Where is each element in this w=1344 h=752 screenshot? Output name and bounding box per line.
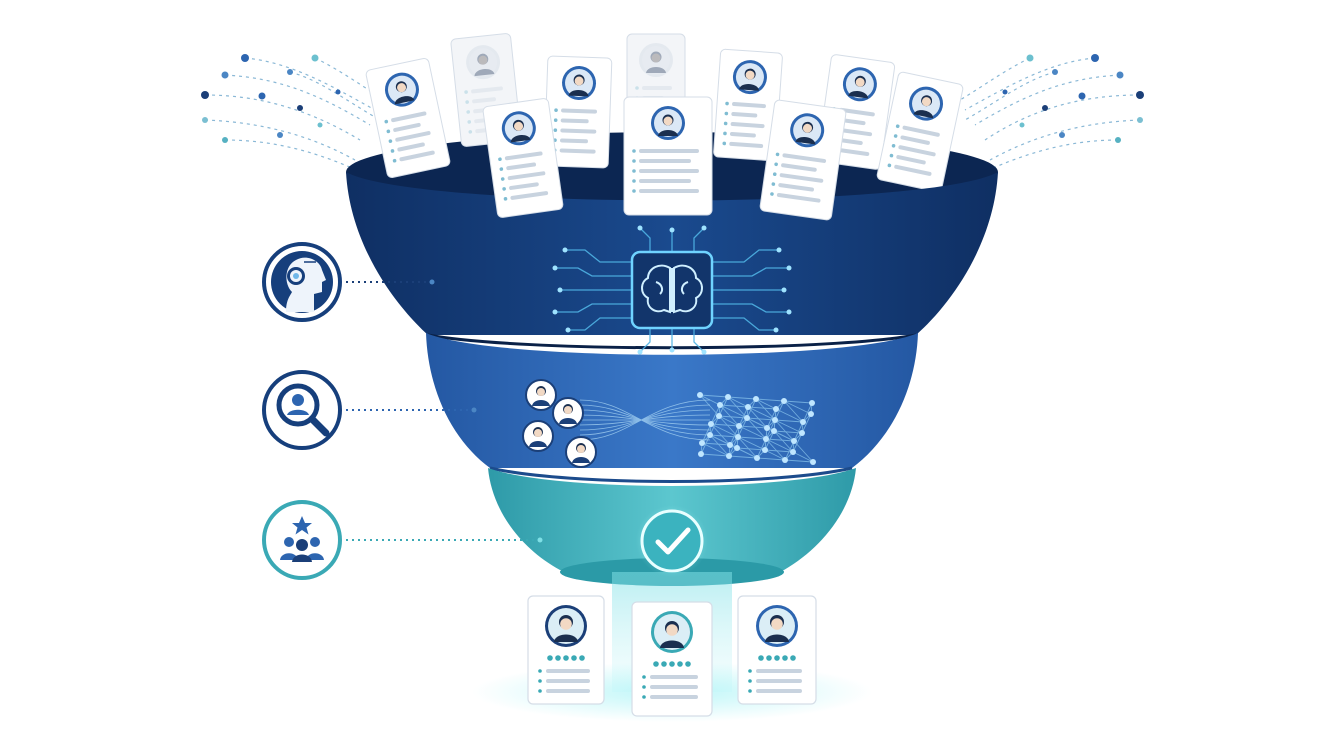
resume-card: [876, 71, 964, 193]
brain-chip-icon: [552, 225, 792, 355]
stage-connectors: [346, 281, 540, 541]
ai-head-icon: [262, 242, 342, 322]
resume-card: [759, 99, 847, 221]
candidate-avatars-cluster: [522, 379, 597, 468]
incoming-data-streams-right: [959, 57, 1141, 169]
candidate-avatar: [552, 397, 584, 429]
magnifier-person-icon: [262, 370, 342, 450]
incoming-data-dots-left: [201, 54, 341, 143]
incoming-data-streams-left: [204, 57, 386, 169]
funnel-stage-candidate-matching: [426, 333, 918, 468]
resume-card: [482, 98, 564, 218]
incoming-data-dots-right: [1002, 54, 1144, 143]
network-icon: [579, 392, 816, 465]
resume-card: [623, 96, 713, 216]
resume-card: [713, 48, 783, 162]
shortlisted-candidate-card: [737, 595, 817, 705]
resume-card: [543, 55, 613, 169]
candidate-avatar: [525, 379, 557, 411]
shortlisted-candidate-card: [631, 601, 713, 717]
candidate-avatar: [522, 420, 554, 452]
shortlisted-candidates: [527, 595, 817, 717]
incoming-resumes-front-row: [482, 96, 847, 221]
team-star-icon: [262, 500, 342, 580]
incoming-resumes-back-row: [365, 33, 964, 193]
resume-card: [365, 57, 451, 179]
candidate-avatar: [565, 436, 597, 468]
checkmark-icon: [636, 505, 708, 577]
shortlisted-candidate-card: [527, 595, 605, 705]
